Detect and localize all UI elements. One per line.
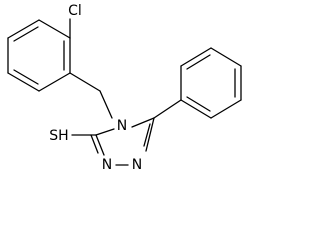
aromatic-inner-bond: [13, 26, 39, 42]
bond: [143, 123, 151, 147]
bond: [95, 128, 115, 136]
bond: [90, 134, 99, 154]
chlorine-label: Cl: [68, 3, 82, 19]
bond: [210, 99, 242, 119]
chlorophenyl-ring: [7, 19, 71, 92]
aromatic-inner-bond: [186, 54, 211, 70]
bond: [99, 90, 113, 119]
thiol-label: SH: [49, 128, 68, 144]
bond: [7, 19, 40, 39]
ring-nitrogen-1-label: N: [132, 157, 142, 173]
bond: [210, 47, 242, 67]
aromatic-inner-bond: [186, 96, 211, 112]
bond: [95, 134, 105, 156]
bond: [131, 117, 155, 128]
bond: [145, 117, 155, 152]
bond: [153, 99, 182, 119]
bond: [38, 72, 71, 92]
ring-nitrogen-2-label: N: [102, 157, 112, 173]
bond: [7, 72, 40, 92]
ring-nitrogen-4-label: N: [117, 118, 127, 134]
bond: [180, 47, 212, 67]
aromatic-inner-bond: [13, 69, 39, 85]
bond: [38, 19, 71, 39]
bond: [69, 72, 101, 92]
chemical-structure-diagram: Cl N N N SH: [7, 3, 242, 173]
bond: [180, 99, 212, 119]
phenyl-ring: [180, 47, 242, 119]
